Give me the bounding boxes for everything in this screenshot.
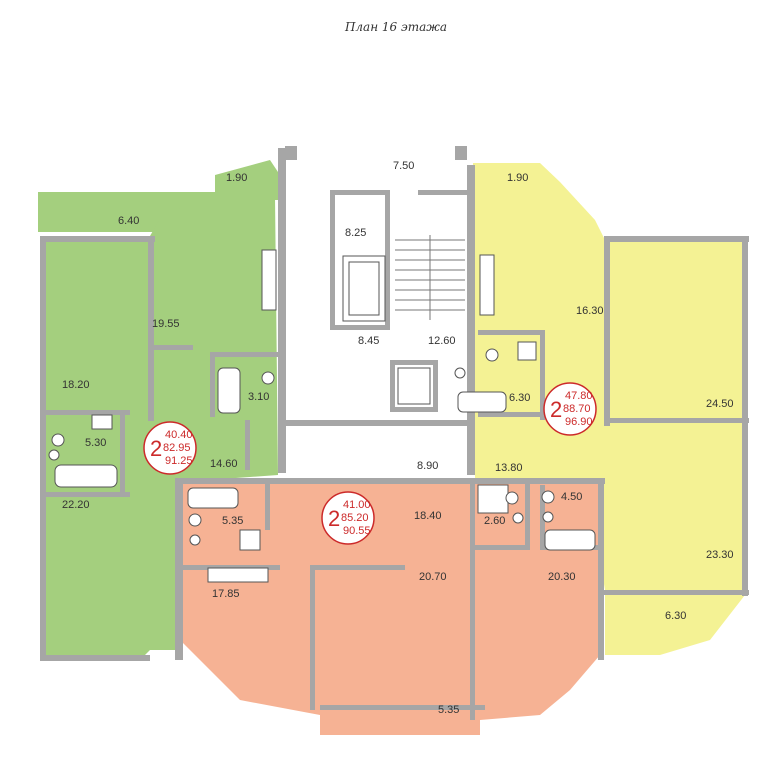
room-labels: 1.90 6.40 19.55 18.20 3.10 5.30 14.60 22… [62, 160, 734, 716]
room-area-label: 20.70 [419, 571, 447, 583]
yellow-top-fill [473, 163, 605, 420]
room-area-label: 8.90 [417, 460, 438, 472]
room-area-label: 5.30 [85, 437, 106, 449]
room-area-label: 17.85 [212, 588, 240, 600]
room-area-label: 5.35 [438, 704, 459, 716]
apartment-badge-yellow[interactable]: 2 47.80 88.70 96.90 [543, 382, 597, 436]
rooms-count: 2 [550, 397, 562, 422]
fixtures [48, 249, 596, 583]
apartment-badge-orange[interactable]: 2 41.00 85.20 90.55 [321, 491, 375, 545]
kitchen-counter-icon [479, 254, 495, 316]
room-area-label: 7.50 [393, 160, 414, 172]
total-area-with-loggia: 90.55 [343, 525, 371, 537]
sink-icon [48, 449, 60, 461]
shower-icon [477, 484, 509, 514]
room-area-label: 22.20 [62, 499, 90, 511]
kitchen-counter-icon [261, 249, 277, 311]
sink-icon [189, 534, 201, 546]
stair-treads [395, 235, 465, 320]
room-area-label: 8.45 [358, 335, 379, 347]
stove-icon [517, 341, 537, 361]
room-area-label: 16.30 [576, 305, 604, 317]
total-area: 82.95 [163, 442, 191, 454]
total-area-with-loggia: 91.25 [165, 455, 193, 467]
rooms-count: 2 [150, 436, 162, 461]
apartment-orange[interactable] [180, 480, 600, 735]
room-area-label: 6.30 [509, 392, 530, 404]
sink-icon [542, 511, 554, 523]
room-area-label: 18.40 [414, 510, 442, 522]
room-area-label: 24.50 [706, 398, 734, 410]
rooms-count: 2 [328, 506, 340, 531]
toilet-icon [505, 491, 519, 505]
central-core [278, 146, 475, 475]
room-area-label: 5.35 [222, 515, 243, 527]
stove-icon [239, 529, 261, 551]
total-area: 88.70 [563, 403, 591, 415]
kitchen-counter-icon [207, 567, 269, 583]
bathtub-icon [457, 391, 507, 413]
room-area-label: 14.60 [210, 458, 238, 470]
room-area-label: 19.55 [152, 318, 180, 330]
room-area-label: 4.50 [561, 491, 582, 503]
room-area-label: 3.10 [248, 391, 269, 403]
room-area-label: 23.30 [706, 549, 734, 561]
room-area-label: 20.30 [548, 571, 576, 583]
living-area: 41.00 [343, 499, 371, 511]
living-area: 40.40 [165, 429, 193, 441]
room-area-label: 8.25 [345, 227, 366, 239]
sink-icon [512, 512, 524, 524]
toilet-icon [188, 513, 202, 527]
room-area-label: 2.60 [484, 515, 505, 527]
apartment-yellow[interactable] [473, 163, 745, 655]
bathtub-icon [217, 367, 241, 414]
living-area: 47.80 [565, 390, 593, 402]
bathtub-icon [54, 464, 118, 488]
room-area-label: 18.20 [62, 379, 90, 391]
room-area-label: 12.60 [428, 335, 456, 347]
shower-icon [91, 414, 113, 430]
toilet-icon [51, 433, 65, 447]
toilet-icon [261, 371, 275, 385]
plan-title: План 16 этажа [344, 20, 447, 34]
bathtub-icon [187, 487, 239, 509]
total-area: 85.20 [341, 512, 369, 524]
bathtub-icon [544, 529, 596, 551]
toilet-icon [485, 348, 499, 362]
room-area-label: 13.80 [495, 462, 523, 474]
total-area-with-loggia: 96.90 [565, 416, 593, 428]
green-loggia-fill [38, 160, 278, 232]
yellow-lower-fill [475, 420, 745, 655]
apartment-badge-green[interactable]: 2 40.40 82.95 91.25 [143, 421, 197, 475]
orange-main-fill [180, 480, 600, 735]
sink-icon [454, 367, 466, 379]
room-area-label: 6.30 [665, 610, 686, 622]
room-area-label: 1.90 [226, 172, 247, 184]
room-area-label: 6.40 [118, 215, 139, 227]
room-area-label: 1.90 [507, 172, 528, 184]
toilet-icon [541, 490, 555, 504]
